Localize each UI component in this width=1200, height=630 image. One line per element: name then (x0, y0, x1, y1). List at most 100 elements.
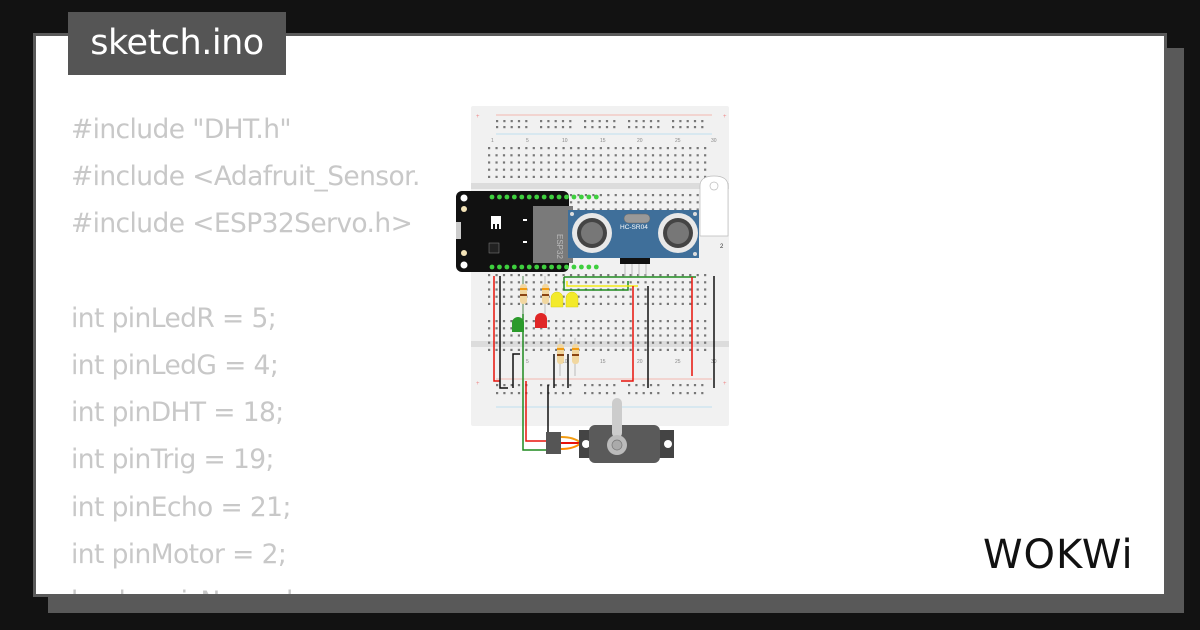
breadboard-hole (599, 295, 602, 298)
breadboard-hole (637, 168, 640, 171)
breadboard-hole (607, 348, 610, 351)
breadboard-hole (657, 384, 660, 387)
breadboard-hole (701, 384, 704, 387)
breadboard-hole (488, 147, 491, 150)
breadboard-hole (704, 341, 707, 344)
breadboard-hole (674, 147, 677, 150)
breadboard-hole (540, 175, 543, 178)
breadboard-hole (555, 281, 558, 284)
resistor (520, 276, 527, 314)
breadboard-hole (517, 175, 520, 178)
breadboard-hole (614, 201, 617, 204)
breadboard-hole (681, 327, 684, 330)
breadboard-hole (532, 274, 535, 277)
led-yellow (565, 291, 579, 308)
breadboard-hole (592, 302, 595, 305)
breadboard-hole (696, 168, 699, 171)
breadboard-hole (577, 327, 580, 330)
breadboard-hole (510, 295, 513, 298)
breadboard-hole (517, 348, 520, 351)
breadboard-hole (525, 320, 528, 323)
breadboard-hole (592, 334, 595, 337)
breadboard-hole (488, 274, 491, 277)
breadboard-hole (659, 274, 662, 277)
breadboard-hole (642, 120, 645, 123)
breadboard-hole (693, 384, 697, 387)
breadboard-hole (607, 147, 610, 150)
breadboard-hole (569, 161, 573, 164)
breadboard-hole (592, 161, 595, 164)
breadboard-hole (672, 392, 675, 395)
card-shadow-right (1167, 48, 1184, 613)
breadboard-hole (517, 288, 520, 291)
breadboard-hole (502, 288, 506, 291)
breadboard-hole (547, 274, 550, 277)
breadboard-hole (607, 341, 610, 344)
breadboard-hole (607, 302, 610, 305)
breadboard-hole (510, 126, 513, 129)
esp32-board: ESP32 (456, 191, 599, 272)
breadboard-hole (599, 154, 602, 157)
breadboard-hole (701, 126, 704, 129)
breadboard-hole (562, 295, 565, 298)
esp32-pins (489, 194, 599, 270)
breadboard-hole (525, 327, 528, 330)
breadboard-hole (637, 274, 640, 277)
breadboard-hole (598, 120, 601, 123)
breadboard-hole (628, 120, 631, 123)
breadboard-hole (651, 281, 655, 284)
breadboard-hole (488, 168, 491, 171)
breadboard-hole (502, 320, 506, 323)
breadboard-hole (555, 341, 558, 344)
breadboard-hole (704, 288, 707, 291)
breadboard-hole (659, 208, 662, 211)
breadboard-hole (637, 147, 640, 150)
breadboard-hole (635, 126, 638, 129)
wokwi-logo-text: WOKWi (983, 532, 1134, 576)
breadboard-hole (584, 126, 587, 129)
breadboard-hole (693, 120, 697, 123)
breadboard-hole (614, 274, 617, 277)
breadboard-hole (547, 175, 550, 178)
breadboard-hole (540, 154, 543, 157)
breadboard-hole (649, 126, 653, 129)
breadboard-hole (674, 341, 677, 344)
breadboard-hole (577, 201, 580, 204)
leds (512, 291, 579, 332)
breadboard-hole (584, 201, 588, 204)
breadboard-hole (569, 327, 573, 330)
breadboard-hole (488, 154, 491, 157)
breadboard-hole (613, 384, 616, 387)
breadboard-hole (532, 168, 535, 171)
breadboard-hole (666, 288, 669, 291)
column-label: 25 (675, 359, 681, 365)
breadboard-hole (584, 334, 588, 337)
breadboard-hole (540, 281, 543, 284)
breadboard-hole (637, 302, 640, 305)
breadboard-hole (495, 168, 498, 171)
breadboard-hole (502, 302, 506, 305)
breadboard-hole (525, 302, 528, 305)
breadboard-hole (666, 208, 669, 211)
breadboard-hole (644, 161, 647, 164)
breadboard-hole (562, 327, 565, 330)
breadboard-hole (496, 392, 499, 395)
esp32-pin (564, 264, 569, 270)
breadboard-hole (502, 341, 506, 344)
column-label: 10 (562, 138, 568, 144)
breadboard-hole (540, 334, 543, 337)
breadboard-hole (599, 208, 602, 211)
breadboard-hole (562, 161, 565, 164)
breadboard-hole (577, 175, 580, 178)
breadboard-hole (547, 161, 550, 164)
breadboard-hole (651, 274, 655, 277)
breadboard-hole (674, 201, 677, 204)
breadboard-hole (644, 201, 647, 204)
breadboard-hole (614, 281, 617, 284)
breadboard-hole (622, 175, 625, 178)
breadboard-hole (614, 348, 617, 351)
breadboard-hole (644, 147, 647, 150)
led-green (512, 317, 524, 332)
breadboard-hole (555, 175, 558, 178)
breadboard-hole (622, 302, 625, 305)
